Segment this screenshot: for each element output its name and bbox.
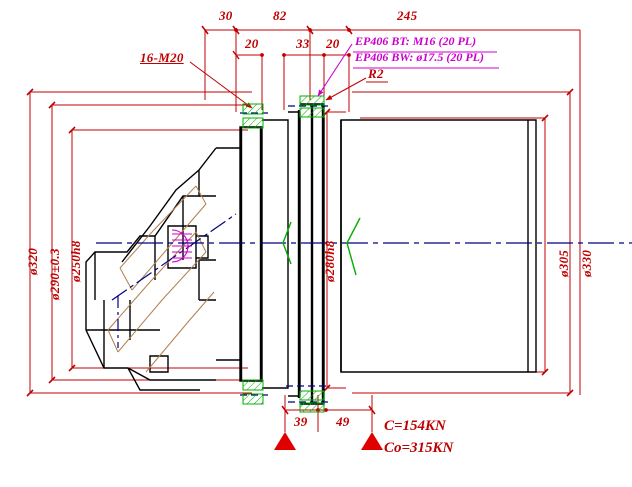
bearing-detail [171, 229, 192, 263]
bolt-callout-label: 16-M20 [140, 50, 184, 65]
note-radius: R2 [368, 66, 384, 81]
diameter-label-320: ø320 [25, 247, 40, 275]
note-bolt-hole: EP406 BW: ø17.5 (20 PL) [355, 50, 484, 64]
dimension-network [26, 25, 581, 432]
note-leader [317, 43, 353, 97]
diameter-label-305: ø305 [556, 249, 571, 277]
load-rating-dynamic: C=154KN [384, 418, 446, 434]
dimension-label-30: 30 [219, 8, 233, 23]
part-outline [85, 103, 537, 405]
load-rating-static: Co=315KN [384, 440, 454, 456]
section-hatch-areas [242, 95, 325, 413]
diameter-label-290: ø290±0.3 [47, 248, 62, 300]
dimension-label-20-left: 20 [245, 36, 259, 51]
note-bolt-thread: EP406 BT: M16 (20 PL) [355, 34, 477, 48]
dimension-label-20-right: 20 [326, 36, 340, 51]
dimension-label-82: 82 [273, 8, 287, 23]
dimension-label-49: 49 [336, 414, 350, 429]
hidden-construction-lines [107, 185, 215, 373]
green-arc-marks [282, 217, 361, 276]
dimension-label-245: 245 [397, 8, 418, 23]
diameter-label-250h8: ø250h8 [68, 240, 83, 282]
diameter-label-280h8: ø280h8 [322, 240, 337, 282]
dimension-label-33: 33 [296, 36, 310, 51]
diameter-label-330: ø330 [579, 249, 594, 277]
note-underlines [353, 51, 499, 83]
dimension-label-39: 39 [294, 414, 308, 429]
datum-triangles [274, 432, 383, 450]
